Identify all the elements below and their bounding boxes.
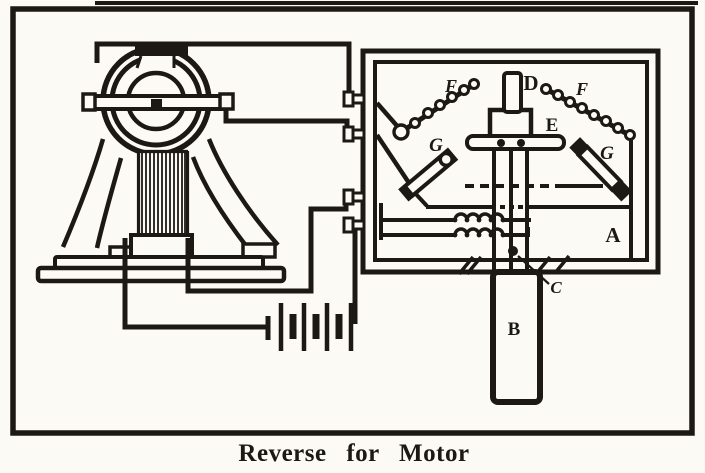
- contact-bead: [600, 115, 612, 127]
- pole-gap: [140, 56, 174, 68]
- lever-knob-d: [502, 71, 523, 114]
- wire-shaft-to-terminal2: [223, 110, 350, 128]
- contact-bead: [612, 122, 624, 134]
- pole-cap: [135, 46, 188, 56]
- left-leg-inner: [94, 157, 124, 249]
- label-d: D: [523, 71, 538, 95]
- label-e: E: [546, 115, 559, 136]
- wire-coil-to-terminal3: [185, 202, 349, 294]
- wire-to-left-blade: [375, 133, 411, 185]
- contact-bead: [392, 123, 410, 141]
- field-coil-hatching: [141, 153, 186, 233]
- coil-flange: [129, 233, 194, 259]
- contact-chain-left: [392, 78, 480, 141]
- label-b: B: [508, 319, 521, 340]
- coil-beads: [452, 217, 506, 238]
- contact-bead: [576, 102, 588, 114]
- lever-handle-b: [490, 269, 543, 405]
- contact-bead: [588, 109, 600, 121]
- base-plate-lower: [35, 265, 287, 284]
- blade-eye-left: [438, 151, 454, 168]
- reversing-lever: [398, 71, 633, 405]
- coil-wire-2-end: [503, 227, 530, 237]
- wire-motor-top-to-terminal1: [94, 41, 352, 91]
- binding-posts: [342, 90, 366, 234]
- contact-bead: [458, 84, 470, 96]
- blade-tip-right: [609, 178, 633, 202]
- field-coil-outline: [136, 149, 190, 234]
- label-c: C: [550, 278, 562, 297]
- battery: [265, 303, 354, 351]
- label-f-left: F: [444, 76, 457, 96]
- crossbar-contact: [517, 139, 525, 147]
- wiring: [94, 41, 358, 330]
- contact-bead: [434, 99, 446, 111]
- contact-bead: [468, 78, 480, 90]
- left-leg-outer: [60, 138, 106, 248]
- contact-bead: [422, 107, 434, 119]
- shaft-cap-right: [218, 92, 235, 111]
- label-g-left: G: [429, 135, 443, 156]
- label-g-right: G: [600, 143, 614, 164]
- contact-bead: [552, 89, 564, 101]
- terminal-1-washer: [351, 93, 366, 105]
- pole-gap-edge-left: [135, 55, 143, 69]
- switch-blade-right: [569, 137, 633, 202]
- contact-bead: [624, 129, 636, 141]
- wire-to-left-chain: [375, 101, 400, 129]
- wire-coil-to-battery: [122, 238, 267, 330]
- terminal-3-washer: [351, 191, 366, 203]
- motor: [35, 45, 287, 284]
- switch-blade-left: [398, 147, 459, 202]
- contact-bead: [564, 96, 576, 108]
- right-leg-outer: [206, 138, 280, 247]
- right-leg-inner: [190, 156, 249, 249]
- picture-frame: [10, 6, 695, 436]
- figure-caption: Reverse for Motor: [238, 440, 469, 467]
- label-a: A: [605, 223, 621, 247]
- contact-bead: [446, 91, 458, 103]
- crossbar-contact: [497, 139, 505, 147]
- crossbar-e: [465, 134, 566, 151]
- label-f-right: F: [575, 79, 588, 99]
- brush-block: [151, 99, 162, 108]
- contact-chain-right: [540, 83, 636, 141]
- contact-bead: [409, 117, 421, 129]
- terminal-4-washer: [351, 219, 366, 231]
- contact-bead: [540, 83, 552, 95]
- pivot-point-c: [508, 246, 518, 256]
- terminal-2-washer: [351, 128, 366, 140]
- shaft-cap-left: [81, 92, 97, 112]
